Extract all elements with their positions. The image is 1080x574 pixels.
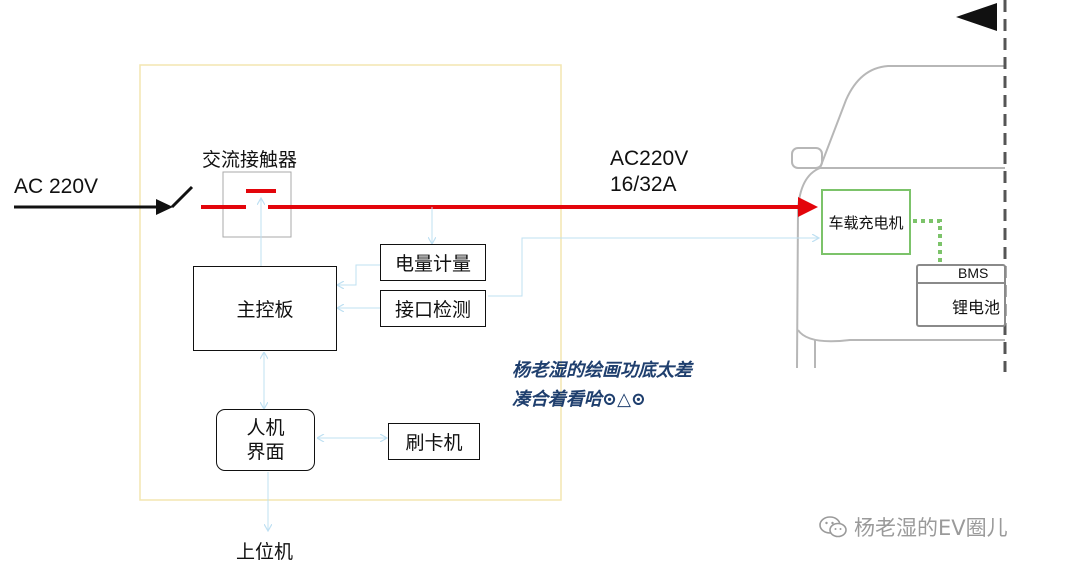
onboard-charger-block: 车载充电机 xyxy=(821,189,911,255)
hmi-block: 人机 界面 xyxy=(216,409,315,471)
charger-bms-link xyxy=(913,219,942,264)
watermark-text: 杨老湿的EV圈儿 xyxy=(854,516,1008,540)
power-line xyxy=(201,189,818,217)
author-note-line2: 凑合着看哈⊙△⊙ xyxy=(512,389,647,410)
hmi-label-line2: 界面 xyxy=(246,441,285,463)
ac-output-label: AC220V 16/32A xyxy=(610,146,688,198)
bms-label: BMS xyxy=(958,265,989,281)
ac-input-label: AC 220V xyxy=(14,175,99,198)
interface-detect-block: 接口检测 xyxy=(380,290,486,327)
vehicle-outline xyxy=(791,65,1005,369)
author-note-line1: 杨老湿的绘画功底太差 xyxy=(512,360,692,381)
output-voltage: AC220V xyxy=(610,147,689,170)
contactor-label: 交流接触器 xyxy=(202,149,298,171)
watermark: 杨老湿的EV圈儿 xyxy=(818,512,1008,542)
meter-block: 电量计量 xyxy=(380,244,486,281)
boundary-flag xyxy=(956,3,997,31)
contactor-housing xyxy=(222,171,292,238)
main-control-board: 主控板 xyxy=(193,266,337,351)
signal-lines xyxy=(261,199,818,530)
input-wire xyxy=(14,185,194,215)
author-note: 杨老湿的绘画功底太差 凑合着看哈⊙△⊙ xyxy=(512,356,692,414)
charging-pile-enclosure xyxy=(139,64,562,501)
wechat-icon xyxy=(819,516,847,538)
hmi-label-line1: 人机 xyxy=(246,417,285,439)
card-reader-block: 刷卡机 xyxy=(388,423,480,460)
output-current: 16/32A xyxy=(610,173,677,196)
host-computer-label: 上位机 xyxy=(236,541,294,563)
battery-label: 锂电池 xyxy=(952,298,1001,317)
battery-pack-block xyxy=(916,264,1006,327)
